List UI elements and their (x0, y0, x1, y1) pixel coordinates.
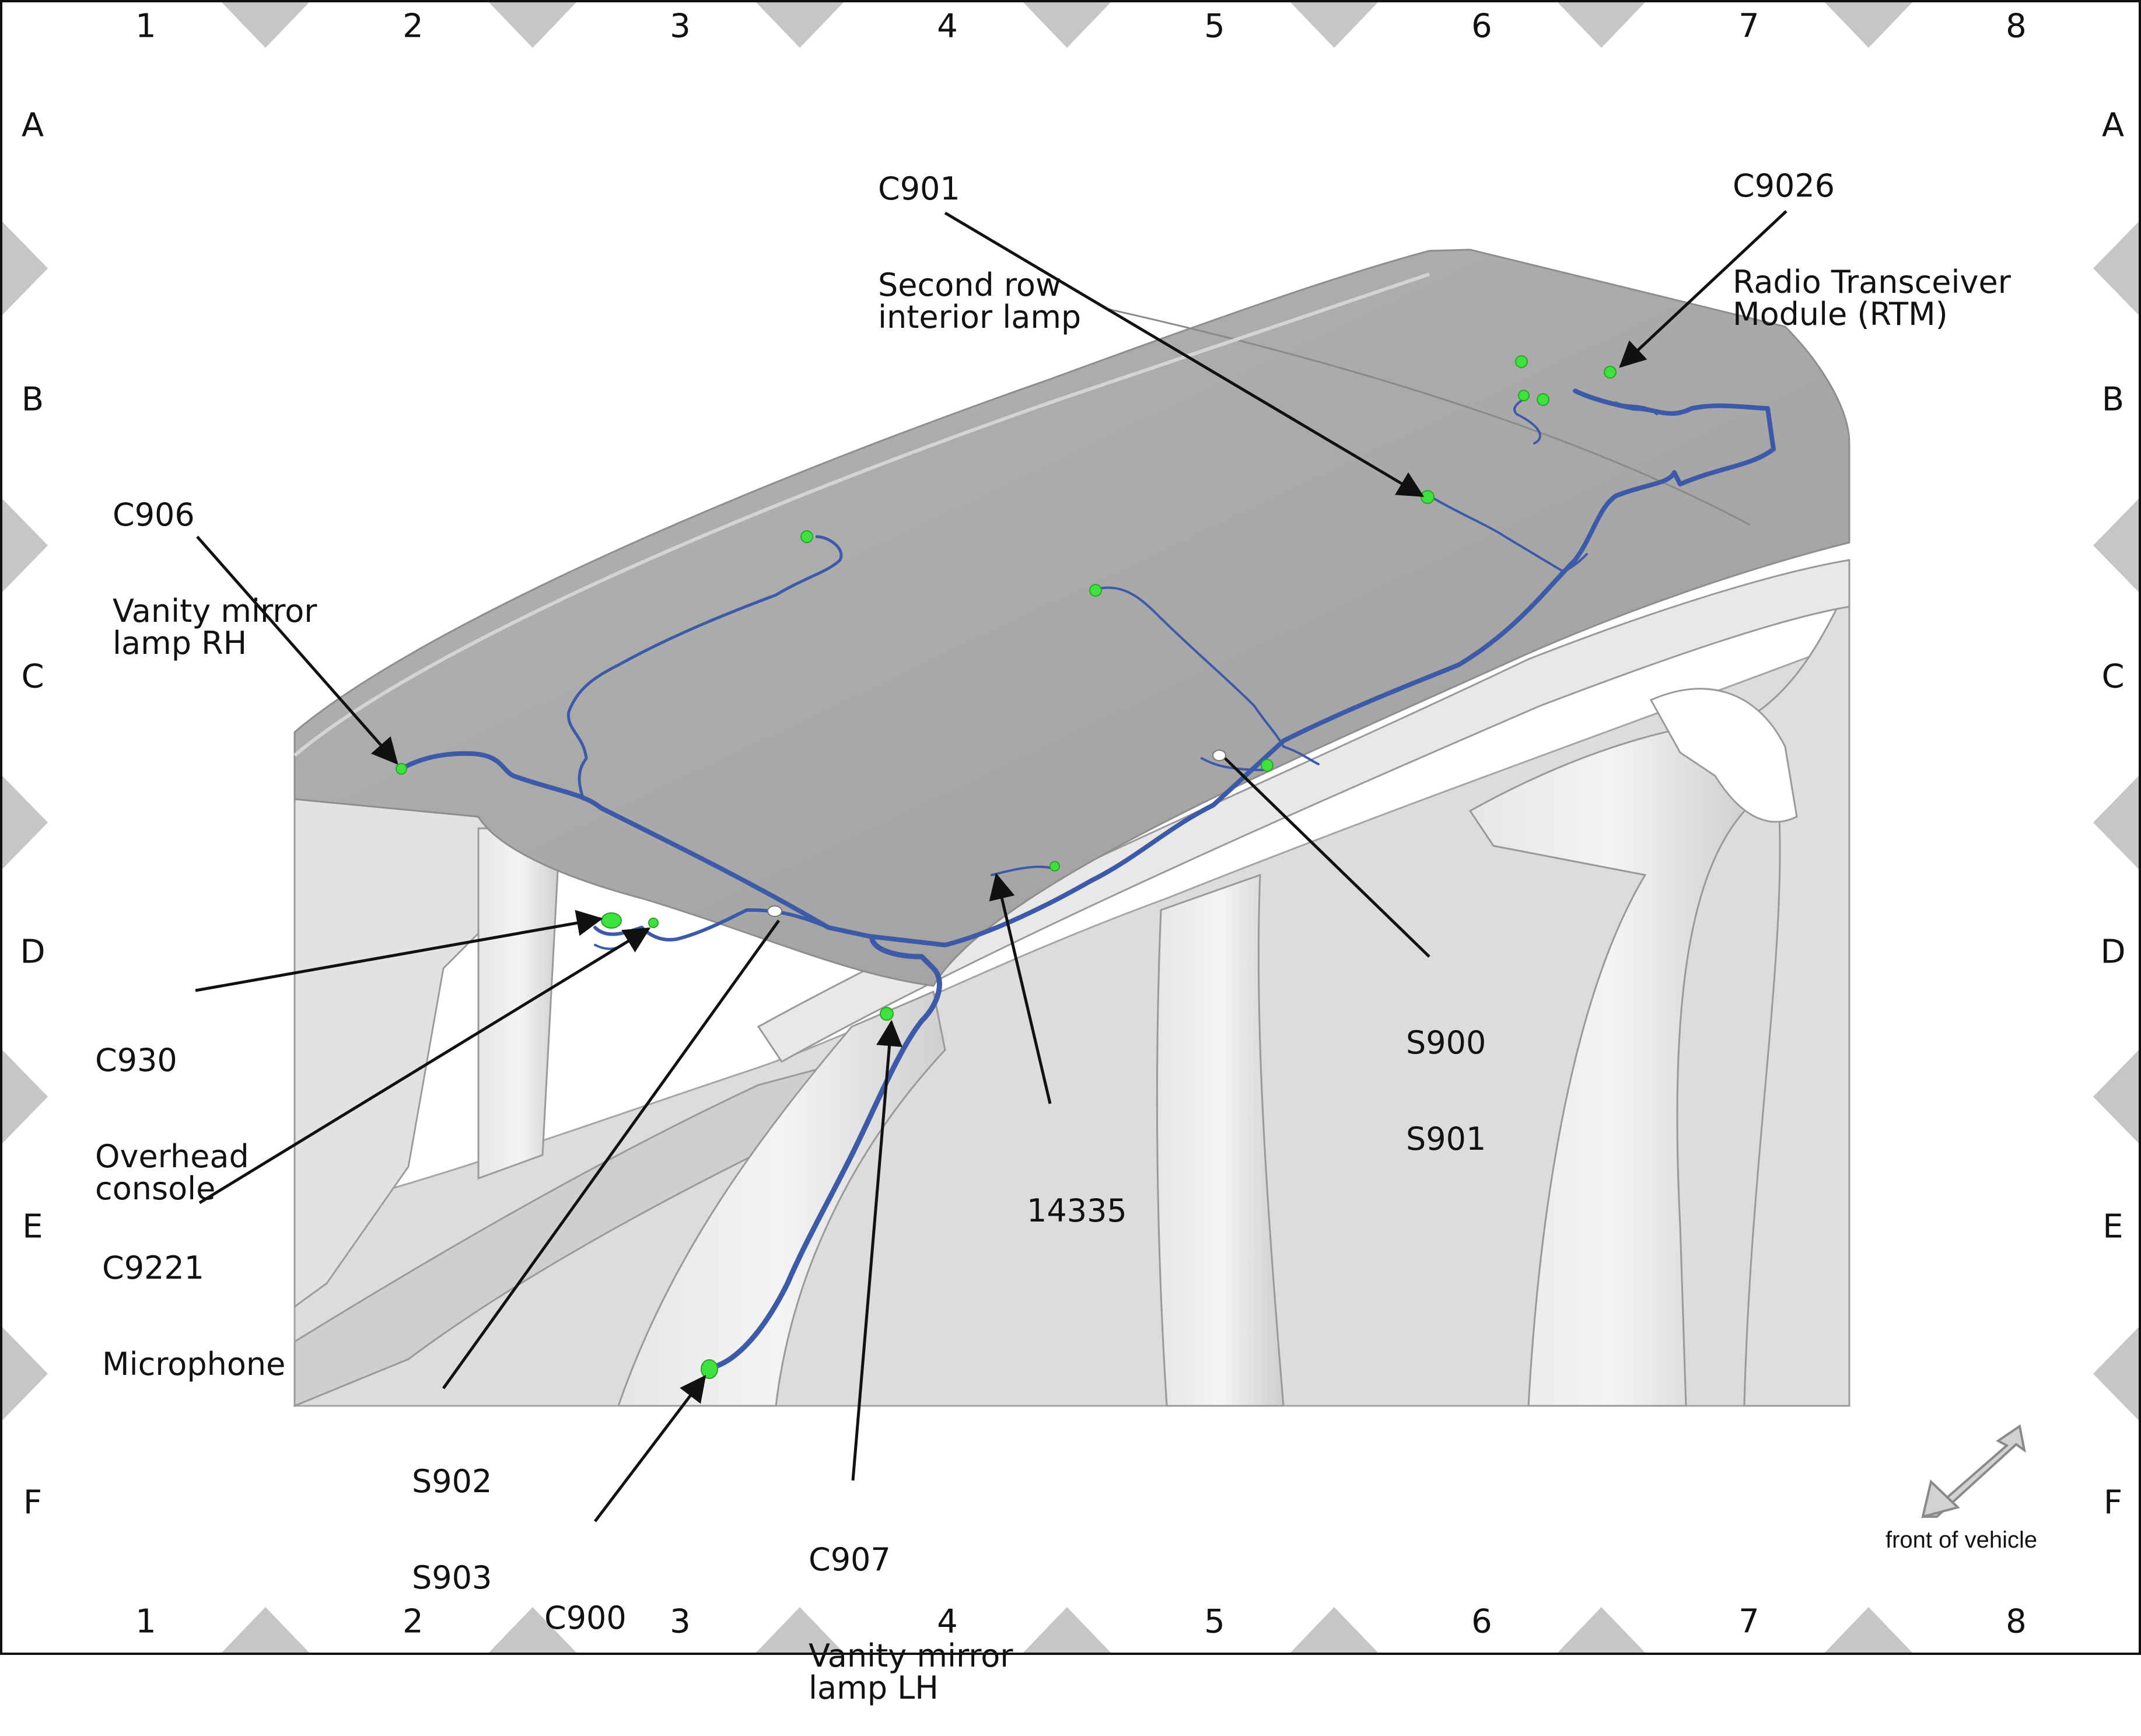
grid-row-label: A (21, 106, 44, 145)
leader-c900 (594, 1375, 706, 1522)
connector-rear-1 (1515, 355, 1528, 368)
grid-col-label: 7 (1738, 7, 1759, 46)
grid-col-label: 7 (1738, 1602, 1759, 1641)
grid-col-label: 8 (2006, 7, 2027, 46)
callout-id: C906 (113, 496, 195, 533)
connector-c901 (1421, 490, 1435, 504)
callout-description: Vanity mirror lamp RH (113, 593, 317, 662)
grid-col-label: 6 (1471, 1602, 1492, 1641)
callout-c906: C906 Vanity mirror lamp RH (113, 435, 317, 691)
connector-s900-area (1261, 759, 1274, 772)
leader-14335 (989, 873, 1052, 1104)
front-of-vehicle-label: front of vehicle (1885, 1527, 2038, 1553)
callout-id: C930 (95, 1042, 177, 1079)
diagram-canvas (2, 2, 2139, 1653)
front-of-vehicle-arrow-icon (1921, 1424, 2026, 1518)
grid-col-label: 3 (670, 1602, 691, 1641)
callout-id: 14335 (1027, 1192, 1127, 1229)
grid-col-label: 5 (1204, 1602, 1225, 1641)
leader-c901 (944, 211, 1425, 498)
leader-lines (195, 210, 1787, 1522)
callout-s900-s901: S900 S901 (1406, 963, 1486, 1187)
leader-c906 (196, 536, 398, 765)
grid-row-label: D (2100, 933, 2126, 971)
grid-col-label: 2 (403, 7, 424, 46)
callout-c901: C901 Second row interior lamp (878, 108, 1081, 365)
callout-description: S901 (1406, 1121, 1486, 1157)
connector-c930 (601, 912, 622, 929)
connector-c900 (701, 1359, 718, 1379)
grid-col-label: 3 (670, 7, 691, 46)
callout-description: S903 (412, 1559, 492, 1596)
leader-s900 (1224, 757, 1430, 958)
callout-id: C901 (878, 170, 960, 207)
grid-col-label: 2 (403, 1602, 424, 1641)
callout-c907: C907 Vanity mirror lamp LH (809, 1479, 1013, 1736)
callout-description: Second row interior lamp (878, 267, 1082, 335)
connector-centre-roof (1089, 584, 1102, 597)
callout-id: S900 (1406, 1024, 1486, 1061)
leader-c907 (851, 1020, 902, 1481)
callout-id: C9221 (102, 1250, 205, 1286)
border-notches (2, 2, 2139, 1653)
grid-row-label: F (2103, 1483, 2123, 1522)
grid-row-label: D (20, 933, 46, 971)
grid-col-label: 4 (937, 7, 958, 46)
grid-col-label: 1 (135, 7, 156, 46)
grid-row-label: C (2101, 657, 2125, 696)
callout-c900: C900 (544, 1538, 627, 1666)
callout-c930: C930 Overhead console (95, 980, 249, 1237)
connector-rear-3 (1537, 393, 1549, 406)
callout-description: Vanity mirror lamp LH (809, 1637, 1013, 1706)
splice-s900 (1212, 750, 1226, 761)
callout-id: C900 (544, 1600, 627, 1636)
callout-description: Radio Transceiver Module (RTM) (1733, 264, 2011, 332)
callout-14335: 14335 (1027, 1130, 1127, 1259)
grid-col-label: 4 (937, 1602, 958, 1641)
callout-id: C9026 (1733, 167, 1835, 204)
connector-markers (396, 355, 1617, 1379)
leader-c9026 (1619, 210, 1787, 368)
grid-row-label: F (23, 1483, 43, 1522)
callout-description: Overhead console (95, 1138, 249, 1207)
callout-c9221: C9221 Microphone (102, 1188, 285, 1412)
leader-s902 (442, 919, 781, 1390)
leader-c930 (195, 910, 603, 992)
callout-s902-s903: S902 S903 (412, 1401, 492, 1626)
connector-c907 (880, 1007, 894, 1021)
callout-description: Microphone (102, 1346, 286, 1382)
grid-row-label: A (2101, 106, 2125, 145)
roof-wiring-harness (399, 388, 1776, 1371)
grid-col-label: 6 (1471, 7, 1492, 46)
connector-left-roof (800, 530, 813, 543)
leader-c9221 (198, 927, 651, 1205)
grid-row-label: B (21, 380, 44, 419)
vehicle-body-illustration (293, 249, 1850, 1408)
callout-id: C907 (809, 1541, 891, 1578)
grid-row-label: E (2102, 1208, 2123, 1246)
connector-c906 (396, 763, 407, 775)
splice-s902 (767, 905, 782, 917)
connector-c9221 (648, 918, 659, 928)
callout-c9026: C9026 Radio Transceiver Module (RTM) (1733, 106, 2011, 362)
grid-col-label: 1 (135, 1602, 156, 1641)
connector-rail (1049, 861, 1060, 872)
grid-row-label: E (22, 1208, 43, 1246)
grid-row-label: C (21, 657, 44, 696)
grid-row-label: B (2101, 380, 2125, 419)
callout-id: S902 (412, 1463, 492, 1500)
grid-col-label: 5 (1204, 7, 1225, 46)
connector-rear-2 (1518, 390, 1530, 401)
connector-c9026 (1604, 366, 1617, 379)
grid-col-label: 8 (2006, 1602, 2027, 1641)
